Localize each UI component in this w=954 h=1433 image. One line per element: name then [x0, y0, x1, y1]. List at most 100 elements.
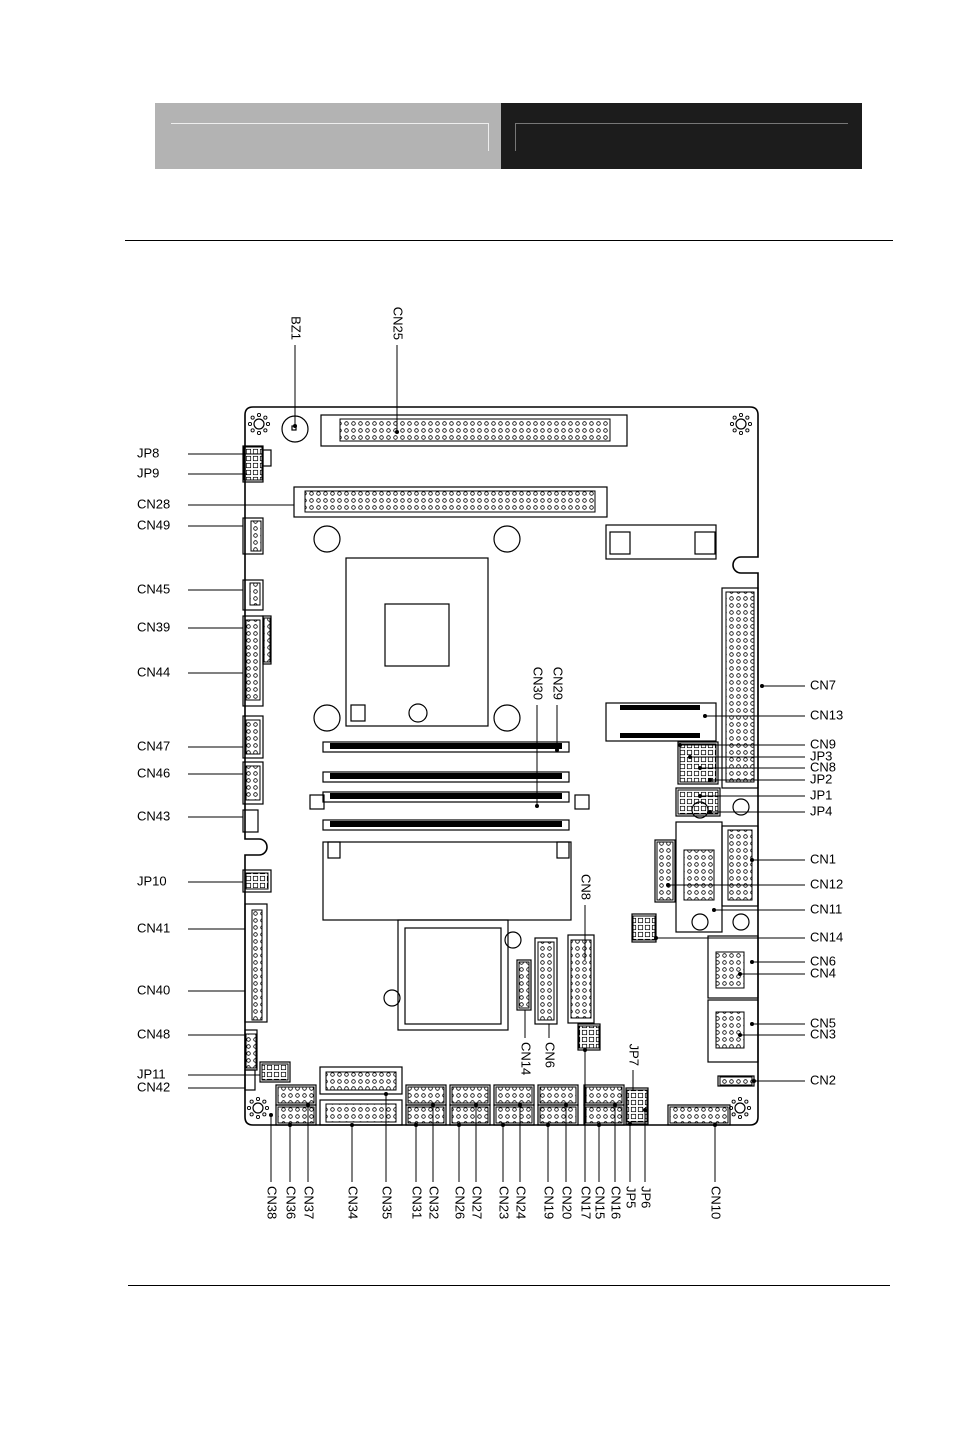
mount-hole-top-right-pin [748, 422, 751, 425]
label-cn27: CN27 [470, 1186, 485, 1219]
mount-hole-top-right-pin [739, 413, 742, 416]
cn6-pins [716, 952, 744, 988]
socket-lever [409, 704, 427, 722]
label-cn19: CN19 [542, 1186, 557, 1219]
label-cn26: CN26 [453, 1186, 468, 1219]
label-cn14: CN14 [810, 929, 843, 944]
label-cn3: CN3 [810, 1026, 836, 1041]
label-cn4: CN4 [810, 965, 836, 980]
mount-hole-top-left-pin [257, 431, 260, 434]
dimm-latch-br [557, 842, 569, 858]
mount-hole-top-right-pin [733, 416, 736, 419]
mount-hole-bottom-right [735, 1103, 745, 1113]
cn20-pins [540, 1087, 576, 1103]
label-cn20: CN20 [560, 1186, 575, 1219]
vga-screw-2 [692, 914, 708, 930]
mount-hole-top-left-pin [251, 416, 254, 419]
leader-dot [269, 1113, 273, 1117]
leader-dot [431, 1103, 435, 1107]
mount-hole-top-right-pin [730, 422, 733, 425]
label-cn46: CN46 [137, 765, 170, 780]
cn25-pins [340, 419, 610, 441]
cn37-pins [278, 1087, 314, 1103]
leader-dot [535, 804, 539, 808]
label-jp9: JP9 [137, 465, 159, 480]
label-cn45: CN45 [137, 581, 170, 596]
mount-hole-top-left [254, 419, 264, 429]
label-cn35: CN35 [380, 1186, 395, 1219]
label-jp2: JP2 [810, 771, 832, 786]
battery-clip-left [610, 532, 630, 554]
mount-hole-bottom-left-pin [265, 1106, 268, 1109]
mount-hole-top-left-pin [251, 429, 254, 432]
label-cn1: CN1 [810, 851, 836, 866]
cpu-die [385, 604, 449, 666]
mount-hole-top-right-pin [746, 416, 749, 419]
cn32-b-pins [408, 1107, 444, 1123]
jp8-small [263, 450, 271, 466]
cn1-screw-1 [733, 799, 749, 815]
label-cn14-inner: CN14 [519, 1042, 534, 1075]
cn49-pins [251, 521, 261, 551]
mount-hole-top-right-pin [733, 429, 736, 432]
leader-dot [703, 714, 707, 718]
label-cn16: CN16 [609, 1186, 624, 1219]
leader-dot [384, 1092, 388, 1096]
label-cn41: CN41 [137, 920, 170, 935]
dimm-pins-3 [330, 793, 562, 799]
label-cn40: CN40 [137, 982, 170, 997]
leader-dot [738, 1033, 742, 1037]
label-cn15: CN15 [593, 1186, 608, 1219]
cn1-pins [728, 830, 752, 900]
mount-hole-bottom-right-pin [738, 1115, 741, 1118]
jp11-pins [262, 1064, 288, 1080]
mount-hole-bottom-left-pin [263, 1100, 266, 1103]
jp10-pins [246, 873, 268, 889]
mount-hole-top-left-pin [264, 429, 267, 432]
mount-hole-bottom-right-pin [747, 1106, 750, 1109]
leader-dot [583, 1048, 587, 1052]
cn20-b-pins [540, 1107, 576, 1123]
leader-dot [738, 972, 742, 976]
standoff-1 [314, 526, 340, 552]
label-cn6-inner: CN6 [543, 1042, 558, 1068]
mount-hole-top-left-pin [248, 422, 251, 425]
leader-dot [395, 430, 399, 434]
cn47-pins [246, 720, 260, 754]
label-cn17: CN17 [579, 1186, 594, 1219]
mount-hole-bottom-left-pin [247, 1106, 250, 1109]
label-cn47: CN47 [137, 738, 170, 753]
label-cn13: CN13 [810, 707, 843, 722]
cn35-pins [326, 1072, 396, 1090]
mount-hole-top-left-pin [266, 422, 269, 425]
dimm-latch-bl [328, 842, 340, 858]
jp7-pins [579, 1026, 599, 1048]
heatsink-pin-1 [505, 932, 521, 948]
cn5-pins [716, 1012, 744, 1048]
label-jp5: JP5 [624, 1186, 639, 1208]
leader-dot [750, 960, 754, 964]
dimm-pins-2 [330, 773, 562, 779]
mount-hole-top-left-pin [257, 413, 260, 416]
cn10-pins [670, 1107, 728, 1123]
connector-cn42 [245, 1070, 255, 1090]
leader-dot [546, 1123, 550, 1127]
label-cn44: CN44 [137, 664, 170, 679]
mount-hole-bottom-right-pin [732, 1113, 735, 1116]
label-cn37: CN37 [302, 1186, 317, 1219]
cpu-socket [346, 558, 488, 726]
leader-dot [643, 1108, 647, 1112]
leader-dot [752, 1079, 756, 1083]
dimm-latch-left [310, 795, 324, 809]
label-jp4: JP4 [810, 803, 832, 818]
board-components [243, 413, 758, 1125]
cn36-pins [278, 1107, 314, 1123]
leader-dot [288, 1123, 292, 1127]
label-jp10: JP10 [137, 873, 167, 888]
label-jp8: JP8 [137, 445, 159, 460]
leader-dot [678, 743, 682, 747]
standoff-4 [494, 705, 520, 731]
label-cn8-inner: CN8 [579, 874, 594, 900]
mount-hole-top-left-pin [264, 416, 267, 419]
